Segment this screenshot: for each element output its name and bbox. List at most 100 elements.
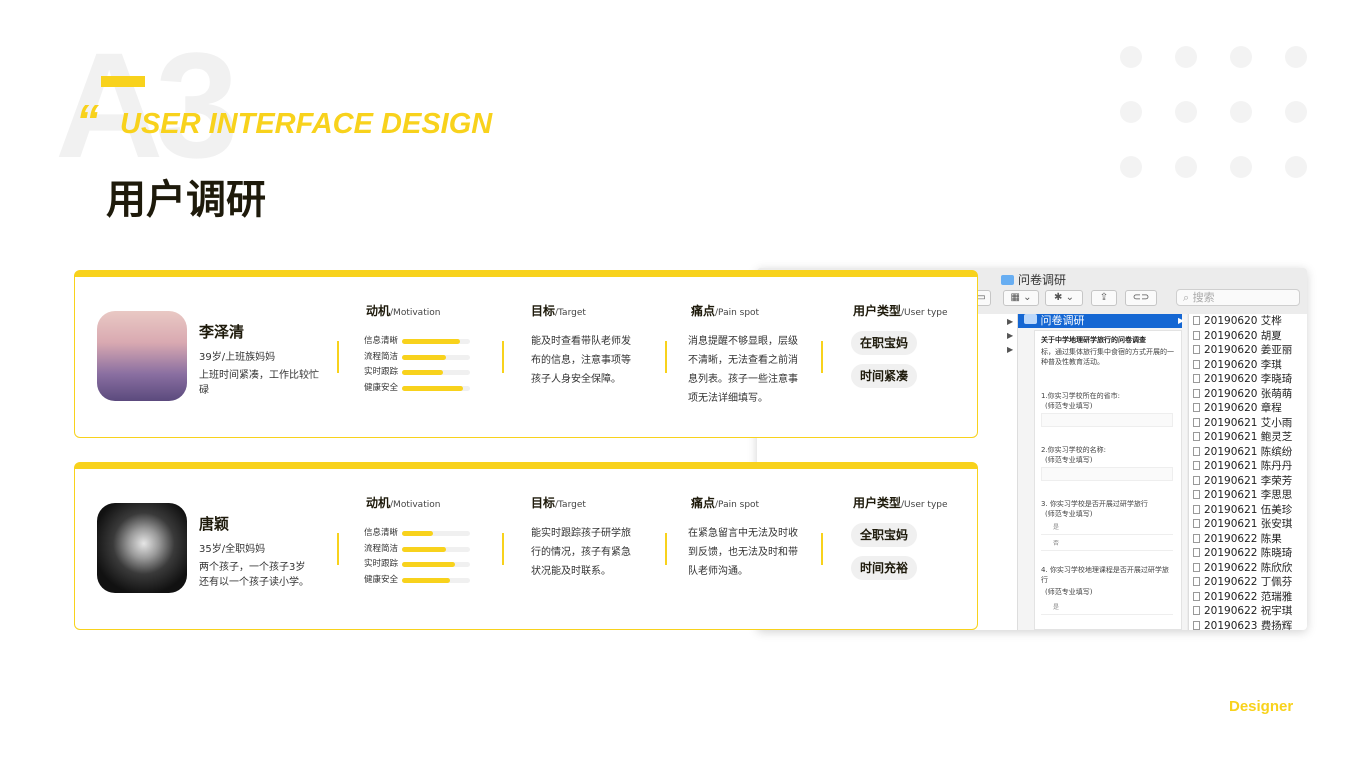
tag-icon[interactable]: ⊂⊃ (1125, 290, 1157, 306)
target-heading: 目标/Target (531, 304, 586, 318)
document-icon (1193, 374, 1200, 383)
view-grid-button[interactable]: ▦ ⌄ (1003, 290, 1039, 306)
document-icon (1193, 504, 1200, 514)
file-name: 20190621 伍美珍 (1204, 503, 1293, 516)
motivation-row: 流程简洁 (364, 351, 484, 364)
file-list-item[interactable]: 20190622 丁佩芬 (1193, 575, 1292, 590)
motivation-label: 流程简洁 (364, 543, 399, 554)
user-type-badge: 全职宝妈 (851, 523, 918, 547)
survey-hint: (师范专业填写) (1045, 510, 1093, 518)
file-name: 20190621 陈丹丹 (1204, 460, 1293, 472)
disclosure-arrow-icon: ▶ (1007, 331, 1014, 340)
divider (821, 533, 823, 565)
motivation-fill (402, 562, 456, 567)
file-name: 20190620 姜亚丽 (1204, 344, 1293, 356)
file-name: 20190621 李荣芳 (1204, 474, 1293, 487)
survey-option[interactable]: 否 (1041, 537, 1173, 551)
motivation-row: 信息清晰 (364, 335, 484, 348)
survey-question: 4. 你实习学校地理课程是否开展过研学旅行 (1041, 566, 1169, 584)
file-name: 20190620 张萌萌 (1204, 387, 1293, 400)
file-name: 20190622 陈欣欣 (1204, 561, 1293, 574)
gear-icon[interactable]: ✱ ⌄ (1045, 290, 1083, 306)
file-list-item[interactable]: 20190623 费扬辉 (1193, 619, 1292, 630)
folder-item-selected[interactable]: 问卷调研 (1018, 314, 1182, 328)
share-icon[interactable]: ⇪ (1091, 290, 1117, 306)
document-icon (1193, 446, 1200, 456)
divider (337, 533, 339, 565)
document-icon (1193, 591, 1200, 601)
file-list-item[interactable]: 20190620 艾桦 (1193, 314, 1282, 329)
document-icon (1193, 345, 1200, 354)
file-name: 20190621 李思思 (1204, 489, 1293, 501)
persona-name: 唐颖 (199, 515, 230, 533)
accent-bar (101, 76, 145, 87)
survey-hint: (师范专业填写) (1045, 456, 1093, 464)
user-type-badge: 时间充裕 (851, 556, 918, 580)
avatar (97, 311, 187, 401)
file-list-item[interactable]: 20190620 姜亚丽 (1193, 343, 1292, 358)
file-list-item[interactable]: 20190622 陈果 (1193, 532, 1282, 547)
motivation-label: 健康安全 (364, 574, 399, 585)
motivation-track (402, 385, 470, 391)
target-text: 能实时跟踪孩子研学旅行的情况，孩子有紧急状况能及时联系。 (531, 528, 631, 577)
quote-mark: “ (76, 95, 99, 147)
survey-hint: (师范专业填写) (1045, 588, 1093, 596)
document-icon (1193, 620, 1200, 630)
file-list-item[interactable]: 20190620 李琪 (1193, 358, 1282, 373)
persona-age-role: 39岁/上班族妈妈 (199, 352, 276, 363)
file-list-item[interactable]: 20190621 陈缤纷 (1193, 445, 1292, 460)
survey-question: 3. 你实习学校是否开展过研学旅行 (1041, 500, 1148, 508)
motivation-heading: 动机/Motivation (366, 496, 441, 510)
avatar (97, 503, 187, 593)
file-list-item[interactable]: 20190621 李荣芳 (1193, 474, 1292, 489)
motivation-row: 健康安全 (364, 574, 484, 587)
file-list-item[interactable]: 20190622 陈晓琦 (1193, 546, 1292, 561)
target-heading: 目标/Target (531, 496, 586, 510)
file-list-item[interactable]: 20190622 祝宇琪 (1193, 604, 1292, 619)
document-icon (1193, 606, 1200, 615)
file-name: 20190622 范瑞雅 (1204, 590, 1293, 603)
file-list-item[interactable]: 20190621 鲍灵芝 (1193, 430, 1292, 445)
persona-desc: 两个孩子，一个孩子3岁还有以一个孩子读小学。 (199, 562, 309, 588)
motivation-fill (402, 339, 460, 344)
motivation-row: 流程简洁 (364, 543, 484, 556)
survey-option[interactable]: 是 (1041, 601, 1173, 615)
file-list-item[interactable]: 20190620 李晓琦 (1193, 372, 1292, 387)
document-icon (1193, 359, 1200, 369)
motivation-track (402, 531, 470, 536)
file-list-item[interactable]: 20190620 张萌萌 (1193, 387, 1292, 402)
motivation-track (402, 354, 470, 360)
file-name: 20190620 胡夏 (1204, 329, 1282, 342)
file-list-item[interactable]: 20190621 陈丹丹 (1193, 459, 1292, 474)
file-list-item[interactable]: 20190620 胡夏 (1193, 329, 1282, 344)
motivation-label: 实时跟踪 (364, 559, 399, 569)
divider (665, 533, 667, 565)
motivation-row: 实时跟踪 (364, 366, 484, 379)
survey-option[interactable]: 是 (1041, 521, 1173, 535)
file-name: 20190621 陈缤纷 (1204, 445, 1293, 458)
disclosure-arrow-icon: ▶ (1007, 317, 1014, 326)
page-title: 用户调研 (106, 177, 266, 223)
survey-hint: (师范专业填写) (1045, 402, 1093, 410)
search-input[interactable]: ⌕ 搜索 (1176, 289, 1300, 306)
file-list-item[interactable]: 20190620 章程 (1193, 401, 1282, 416)
file-list-item[interactable]: 20190622 陈欣欣 (1193, 561, 1292, 576)
divider (821, 341, 823, 373)
pain-heading: 痛点/Pain spot (691, 496, 760, 510)
survey-question: 1.你实习学校所在的省市: (1041, 392, 1121, 400)
motivation-row: 实时跟踪 (364, 558, 484, 571)
file-list-item[interactable]: 20190621 李思思 (1193, 488, 1292, 503)
survey-answer-field[interactable] (1041, 467, 1173, 481)
file-list-item[interactable]: 20190621 艾小雨 (1193, 416, 1292, 431)
file-list-item[interactable]: 20190621 张安琪 (1193, 517, 1292, 532)
document-icon (1193, 403, 1200, 412)
motivation-label: 信息清晰 (364, 528, 399, 538)
file-list-item[interactable]: 20190622 范瑞雅 (1193, 590, 1292, 605)
motivation-fill (402, 354, 447, 360)
document-icon (1193, 475, 1200, 485)
file-list-item[interactable]: 20190621 伍美珍 (1193, 503, 1292, 518)
survey-answer-field[interactable] (1041, 413, 1173, 427)
folder-icon (1024, 314, 1037, 324)
file-name: 20190622 丁佩芬 (1204, 576, 1293, 588)
